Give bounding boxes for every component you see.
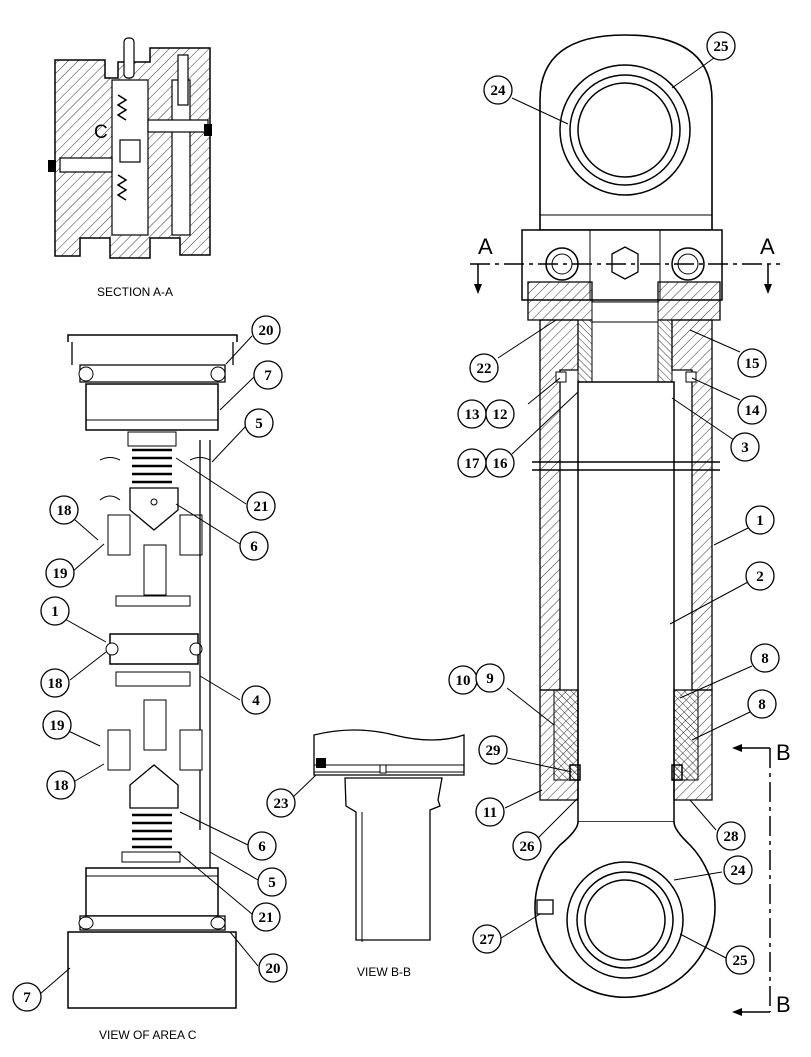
callout-21-top: 21 (246, 491, 276, 521)
svg-text:22: 22 (477, 361, 492, 377)
callout-3: 3 (730, 432, 760, 462)
area-c-marker: C (94, 122, 108, 143)
svg-text:18: 18 (54, 778, 69, 794)
section-b-marker-top: B (776, 740, 791, 765)
svg-text:2: 2 (756, 569, 764, 585)
svg-text:26: 26 (520, 839, 536, 855)
svg-text:1: 1 (756, 513, 764, 529)
section-aa-view: C SECTION A-A (48, 37, 212, 299)
callout-10: 10 (448, 665, 478, 695)
callout-6-top: 6 (239, 531, 269, 561)
svg-text:28: 28 (724, 829, 739, 845)
view-bb: VIEW B-B (313, 729, 465, 979)
callout-5-bottom: 5 (257, 867, 287, 897)
svg-text:1: 1 (51, 604, 59, 620)
callout-24-top: 24 (483, 75, 513, 105)
callout-19-a: 19 (45, 558, 75, 588)
leader-lines (39, 57, 753, 995)
svg-text:18: 18 (57, 503, 72, 519)
section-a-marker-left: A (478, 234, 493, 259)
svg-text:13: 13 (465, 407, 480, 423)
svg-text:8: 8 (761, 651, 769, 667)
svg-text:25: 25 (733, 953, 748, 969)
svg-text:19: 19 (53, 566, 68, 582)
callout-20-top: 20 (251, 315, 281, 345)
callout-14: 14 (737, 395, 767, 425)
callout-23: 23 (266, 788, 296, 818)
svg-text:21: 21 (254, 499, 269, 515)
callout-7-bottom: 7 (12, 982, 42, 1012)
callout-5-top: 5 (244, 408, 274, 438)
callout-25-top: 25 (706, 31, 736, 61)
callout-8b: 8 (747, 689, 777, 719)
svg-text:12: 12 (493, 407, 508, 423)
callout-13: 13 (457, 399, 487, 429)
callout-20-bottom: 20 (258, 953, 288, 983)
callout-2: 2 (745, 561, 775, 591)
callout-7-top: 7 (253, 360, 283, 390)
callout-25-bottom: 25 (725, 945, 755, 975)
callout-6-bottom: 6 (247, 831, 277, 861)
svg-text:24: 24 (491, 83, 507, 99)
callout-26: 26 (512, 831, 542, 861)
svg-text:17: 17 (465, 456, 481, 472)
svg-text:24: 24 (731, 863, 747, 879)
callout-17: 17 (457, 448, 487, 478)
callout-12: 12 (485, 399, 515, 429)
svg-text:5: 5 (255, 416, 263, 432)
svg-text:3: 3 (741, 440, 749, 456)
callout-11: 11 (475, 797, 505, 827)
svg-text:18: 18 (48, 676, 63, 692)
svg-text:5: 5 (268, 875, 276, 891)
callout-1-right: 1 (745, 505, 775, 535)
svg-text:6: 6 (250, 539, 258, 555)
svg-text:7: 7 (23, 990, 31, 1006)
svg-text:29: 29 (486, 743, 501, 759)
svg-text:15: 15 (745, 356, 760, 372)
svg-text:4: 4 (252, 693, 260, 709)
svg-text:14: 14 (745, 403, 761, 419)
svg-text:10: 10 (456, 673, 471, 689)
callout-balloons: 24 25 22 15 13 12 14 17 16 3 1 2 8 8 10 … (12, 31, 780, 1012)
callout-28: 28 (716, 821, 746, 851)
view-area-c-title: VIEW OF AREA C (99, 1028, 197, 1042)
svg-text:27: 27 (480, 932, 496, 948)
svg-text:7: 7 (264, 368, 272, 384)
callout-15: 15 (737, 348, 767, 378)
callout-8a: 8 (750, 643, 780, 673)
svg-text:20: 20 (266, 961, 281, 977)
callout-4: 4 (241, 685, 271, 715)
section-a-marker-right: A (760, 234, 775, 259)
view-area-c: VIEW OF AREA C (67, 334, 238, 1042)
callout-29: 29 (478, 735, 508, 765)
svg-text:11: 11 (483, 805, 497, 821)
callout-18-b: 18 (40, 668, 70, 698)
svg-text:23: 23 (274, 796, 289, 812)
callout-18-a: 18 (49, 495, 79, 525)
callout-24-bottom: 24 (723, 855, 753, 885)
svg-text:6: 6 (258, 839, 266, 855)
svg-text:16: 16 (493, 456, 509, 472)
callout-9: 9 (475, 663, 505, 693)
callout-27: 27 (472, 924, 502, 954)
svg-text:9: 9 (486, 671, 494, 687)
svg-text:19: 19 (50, 718, 65, 734)
callout-16: 16 (485, 448, 515, 478)
section-b-marker-bottom: B (776, 992, 791, 1017)
section-aa-title: SECTION A-A (97, 285, 173, 299)
callout-21-bottom: 21 (251, 902, 281, 932)
svg-text:25: 25 (714, 39, 729, 55)
callout-19-b: 19 (42, 710, 72, 740)
callout-22: 22 (469, 353, 499, 383)
svg-text:20: 20 (259, 323, 274, 339)
callout-1-left: 1 (40, 596, 70, 626)
svg-text:8: 8 (758, 697, 766, 713)
cylinder-main-view: A A B B (470, 34, 791, 1017)
svg-text:21: 21 (259, 910, 274, 926)
callout-18-c: 18 (46, 770, 76, 800)
view-bb-title: VIEW B-B (357, 965, 411, 979)
